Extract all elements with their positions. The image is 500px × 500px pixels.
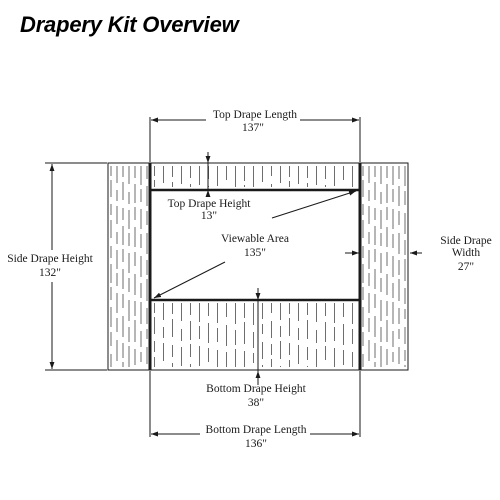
bottom-length-value: 136"	[245, 438, 267, 450]
top-height-value: 13"	[201, 210, 217, 222]
viewable-diagonal-lower	[153, 261, 226, 299]
viewable-diagonal-upper	[271, 190, 357, 219]
side-width-label-2: Width	[452, 247, 481, 259]
top-length-label: Top Drape Length	[213, 109, 297, 121]
bottom-height-value: 38"	[248, 397, 264, 409]
bottom-drape	[154, 303, 353, 367]
top-length-value: 137"	[242, 122, 264, 134]
top-height-label: Top Drape Height	[168, 198, 252, 210]
right-side-drape	[362, 166, 406, 367]
side-width-value: 27"	[458, 261, 474, 273]
viewable-area-label: Viewable Area	[221, 233, 289, 245]
viewable-area-value: 135"	[244, 247, 266, 259]
bottom-length-label: Bottom Drape Length	[206, 424, 307, 436]
side-height-label: Side Drape Height	[7, 253, 93, 265]
left-side-drape	[110, 166, 148, 367]
bottom-height-label: Bottom Drape Height	[206, 383, 306, 395]
side-width-label: Side Drape	[440, 235, 491, 247]
top-drape	[154, 166, 353, 187]
side-height-value: 132"	[39, 267, 61, 279]
page-title: Drapery Kit Overview	[20, 12, 239, 37]
